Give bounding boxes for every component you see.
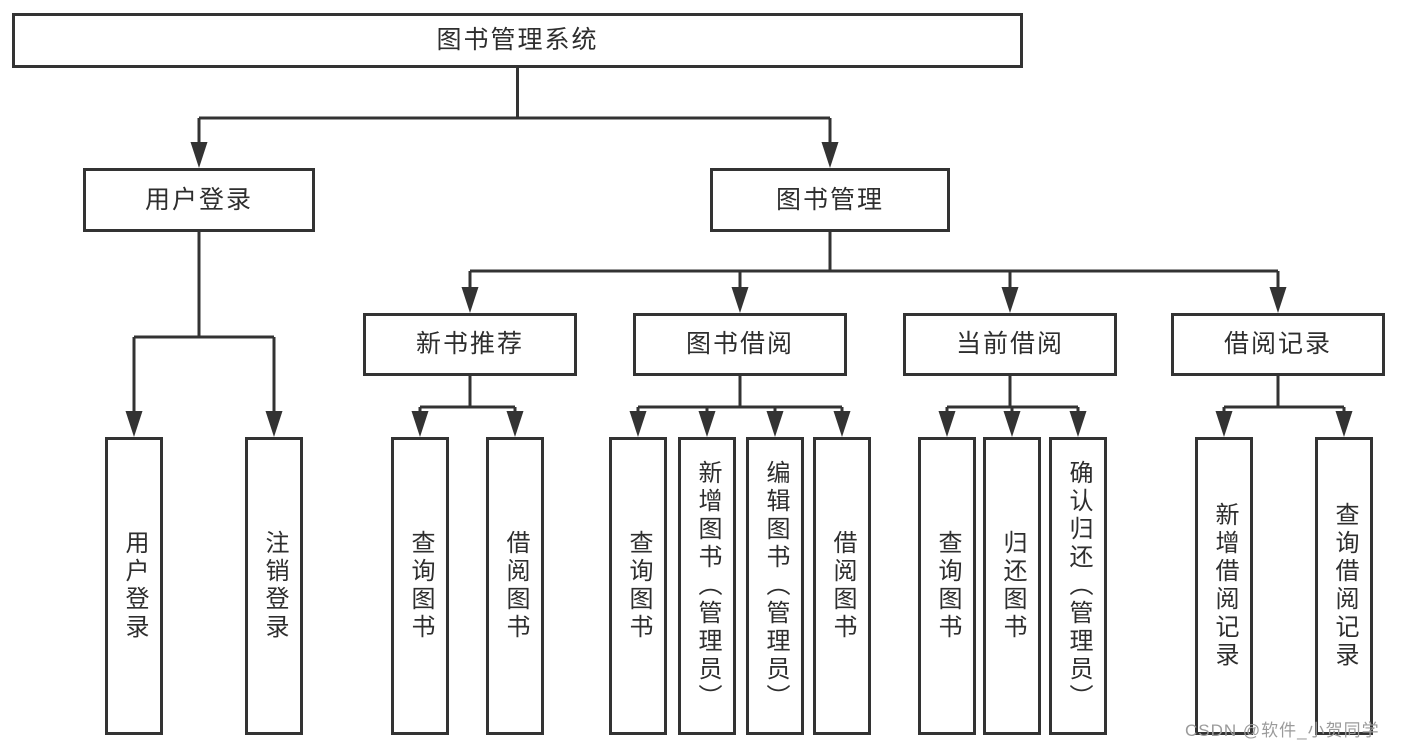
node-root-system: 图书管理系统 (12, 13, 1023, 68)
node-label: 新书推荐 (415, 330, 524, 358)
node-label: 图书管理系统 (436, 26, 599, 54)
leaf-logout: 注销登录 (245, 437, 303, 735)
leaf-user-login: 用户登录 (105, 437, 163, 735)
node-label: 借阅记录 (1223, 330, 1332, 358)
leaf-label: 借阅图书 (829, 530, 856, 642)
node-user-login: 用户登录 (83, 168, 315, 232)
leaf-edit-books-admin: 编辑图书（管理员） (746, 437, 804, 735)
leaf-label: 注销登录 (261, 530, 288, 642)
node-borrow-records: 借阅记录 (1171, 313, 1385, 376)
leaf-add-books-admin: 新增图书（管理员） (678, 437, 736, 735)
leaf-query-books-recommend: 查询图书 (391, 437, 449, 735)
leaf-query-books-borrow: 查询图书 (609, 437, 667, 735)
leaf-label: 新增借阅记录 (1211, 502, 1238, 670)
leaf-label: 确认归还（管理员） (1065, 460, 1092, 712)
node-label: 当前借阅 (955, 330, 1064, 358)
node-label: 用户登录 (144, 185, 253, 214)
node-current-borrow: 当前借阅 (903, 313, 1117, 376)
leaf-label: 归还图书 (999, 530, 1026, 642)
leaf-label: 借阅图书 (502, 530, 529, 642)
leaf-label: 查询借阅记录 (1331, 502, 1358, 670)
leaf-borrow-books: 借阅图书 (813, 437, 871, 735)
leaf-label: 用户登录 (121, 530, 148, 642)
node-label: 图书借阅 (685, 330, 794, 358)
node-label: 图书管理 (775, 185, 884, 214)
leaf-label: 查询图书 (934, 530, 961, 642)
node-book-management: 图书管理 (710, 168, 950, 232)
watermark: CSDN @软件_小贺同学 (1185, 721, 1380, 740)
leaf-return-books: 归还图书 (983, 437, 1041, 735)
leaf-label: 编辑图书（管理员） (762, 460, 789, 712)
leaf-borrow-books-recommend: 借阅图书 (486, 437, 544, 735)
leaf-confirm-return-admin: 确认归还（管理员） (1049, 437, 1107, 735)
leaf-label: 查询图书 (625, 530, 652, 642)
leaf-add-borrow-record: 新增借阅记录 (1195, 437, 1253, 735)
leaf-query-books-current: 查询图书 (918, 437, 976, 735)
node-new-book-recommend: 新书推荐 (363, 313, 577, 376)
node-book-borrow: 图书借阅 (633, 313, 847, 376)
leaf-label: 新增图书（管理员） (694, 460, 721, 712)
leaf-query-borrow-record: 查询借阅记录 (1315, 437, 1373, 735)
leaf-label: 查询图书 (407, 530, 434, 642)
